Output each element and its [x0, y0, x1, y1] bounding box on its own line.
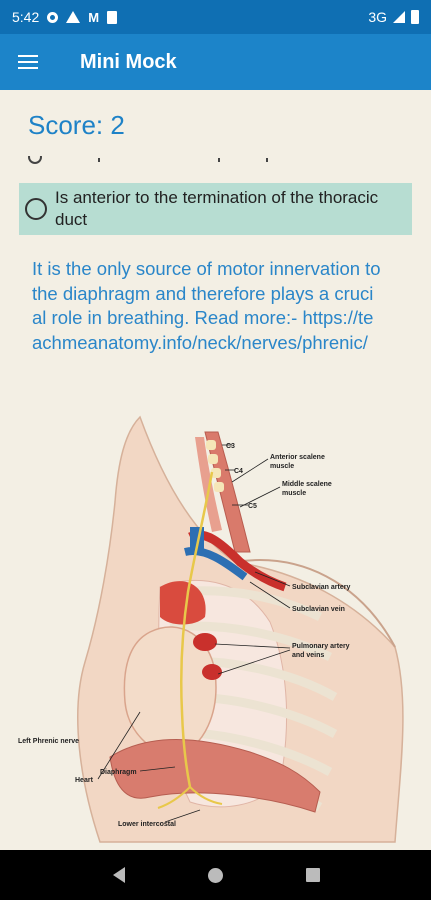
home-icon[interactable]	[196, 855, 236, 895]
sim-card-icon	[107, 10, 118, 24]
label-pulmonary: Pulmonary artery	[292, 643, 350, 650]
signal-icon	[393, 11, 405, 23]
battery-icon	[411, 10, 419, 24]
radio-button[interactable]	[25, 198, 47, 220]
recents-icon[interactable]	[293, 855, 333, 895]
app-bar: Mini Mock	[0, 34, 431, 90]
label-c3: C3	[226, 443, 235, 450]
gear-icon	[47, 11, 59, 23]
status-bar: 5:42 M 3G	[0, 0, 431, 34]
mail-icon: M	[88, 9, 100, 25]
answer-option[interactable]: Is anterior to the termination of the th…	[19, 183, 412, 235]
navigation-bar	[0, 850, 431, 900]
label-anterior-scalene-2: muscle	[270, 463, 294, 470]
label-pulmonary-2: and veins	[292, 652, 324, 659]
quiz-content[interactable]: Score: 2 Is anterior to the termination …	[0, 90, 431, 850]
answer-option-label: Is anterior to the termination of the th…	[55, 188, 379, 229]
label-anterior-scalene: Anterior scalene	[270, 454, 325, 461]
label-middle-scalene: Middle scalene	[282, 481, 332, 488]
label-diaphragm: Diaphragm	[100, 769, 137, 776]
network-type: 3G	[368, 9, 387, 25]
score-label: Score: 2	[28, 110, 125, 140]
label-c5: C5	[248, 503, 257, 510]
label-subclavian-artery: Subclavian artery	[292, 584, 350, 591]
status-time: 5:42	[12, 9, 40, 25]
hamburger-menu-icon[interactable]	[0, 34, 56, 90]
partially-scrolled-option	[28, 156, 268, 164]
assistant-icon	[66, 11, 81, 23]
label-lower-intercostal: Lower intercostal	[118, 821, 176, 828]
label-subclavian-vein: Subclavian vein	[292, 606, 345, 613]
app-title: Mini Mock	[80, 50, 177, 73]
phrenic-nerve-diagram: C3 C4 C5 Anterior scalene muscle Middle …	[18, 415, 404, 843]
label-middle-scalene-2: muscle	[282, 490, 306, 497]
label-heart: Heart	[75, 777, 94, 784]
label-c4: C4	[234, 468, 243, 475]
explanation-text: It is the only source of motor innervati…	[32, 258, 381, 353]
label-left-phrenic: Left Phrenic nerve	[18, 738, 79, 745]
back-icon[interactable]	[99, 855, 139, 895]
